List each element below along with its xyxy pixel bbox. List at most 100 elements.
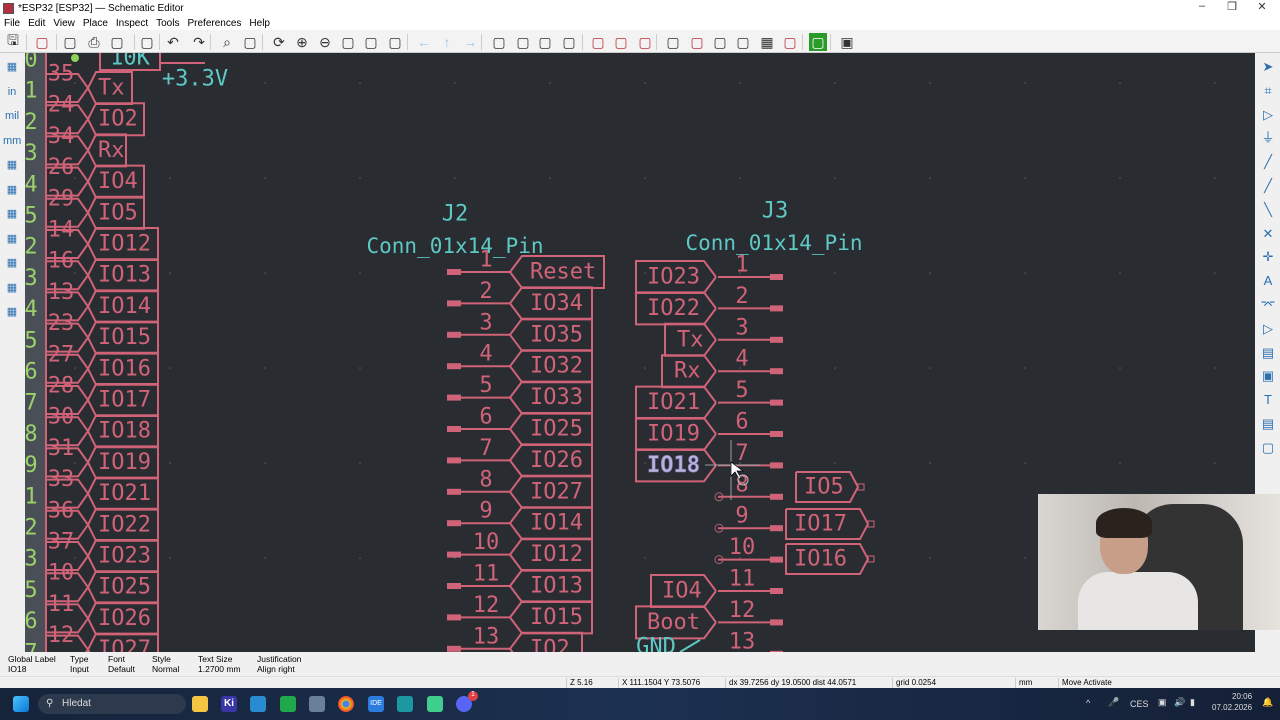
menu-help[interactable]: Help [249,17,270,29]
global-label-IO32[interactable] [509,349,593,384]
zoom-out-icon[interactable]: ⊖ [319,33,331,50]
notifications-icon[interactable]: 🔔 [1262,697,1274,707]
menu-view[interactable]: View [53,17,75,29]
print-icon[interactable]: ⎙ [88,33,100,50]
clock-time[interactable]: 20:06 [1232,692,1253,701]
power-icon[interactable]: ⏚ [1261,130,1275,146]
global-label-Rx[interactable] [661,354,717,389]
file-explorer-icon[interactable] [192,696,208,712]
kicad-taskbar-icon[interactable]: Ki [221,696,237,712]
global-label-Tx[interactable] [664,322,717,357]
cursor-icon[interactable]: ▦ [6,159,18,171]
undo-icon[interactable]: ↶ [167,33,179,50]
arduino-icon[interactable] [397,696,413,712]
app-green-icon[interactable] [280,696,296,712]
global-label-IO13[interactable] [87,258,159,293]
global-label-IO19[interactable] [87,445,159,480]
netlist-icon[interactable]: ▢ [736,33,750,50]
global-label-IO33[interactable] [509,380,593,415]
global-label-IO22[interactable] [87,507,159,542]
menu-tools[interactable]: Tools [156,17,180,29]
menu-place[interactable]: Place [82,17,108,29]
properties-icon[interactable]: ▦ [6,306,18,318]
global-label-IO18[interactable] [635,448,717,483]
hierarchy-nav-icon[interactable]: ⌗ [1264,82,1272,98]
microphone-icon[interactable]: 🎤 [1108,697,1120,707]
global-label-icon[interactable]: ⌤ [1260,297,1276,312]
units-mm-button[interactable]: mm [3,134,22,147]
global-label-IO12[interactable] [509,537,593,572]
units-in-button[interactable]: in [7,85,17,98]
global-label-IO25[interactable] [87,570,159,605]
footprint-assign-icon[interactable]: ▢ [638,33,652,50]
hier-label-icon[interactable]: ▷ [1263,320,1273,336]
bom-export-icon[interactable]: ▢ [783,33,797,50]
global-label-IO17[interactable] [785,508,870,540]
text-icon[interactable]: T [1264,392,1272,408]
global-label-IO15[interactable] [87,320,159,355]
chrome-icon[interactable] [338,696,354,712]
global-label-IO26[interactable] [87,601,159,636]
pin-icon[interactable]: ▦ [6,208,18,220]
volume-icon[interactable]: 🔊 [1174,697,1186,707]
global-label-IO19[interactable] [635,417,717,451]
global-label-IO21[interactable] [87,476,159,511]
resistor-10k-body[interactable] [99,53,161,71]
wire-icon[interactable]: ╱ [1264,154,1272,170]
refresh-icon[interactable]: ⟳ [273,33,285,50]
annotate-icon[interactable]: ▢ [666,33,680,50]
textbox-icon[interactable]: ▤ [1261,416,1275,431]
global-label-IO27[interactable] [87,632,159,652]
menu-preferences[interactable]: Preferences [187,17,242,29]
menu-inspect[interactable]: Inspect [115,17,149,29]
close-button[interactable]: ✕ [1257,1,1267,13]
global-label-IO34[interactable] [509,286,593,321]
discord-icon[interactable] [456,696,472,712]
hierarchy-icon[interactable]: ▦ [6,183,18,196]
symbol-editor-icon[interactable]: ▢ [591,33,605,50]
bus-entry-icon[interactable]: ╲ [1264,201,1272,217]
scripting-console-icon[interactable]: ▣ [840,33,854,50]
global-label-IO4[interactable] [650,574,717,608]
global-label-IO23[interactable] [87,539,159,573]
no-connect-icon[interactable]: ✕ [1262,225,1274,241]
net-highlight-icon[interactable]: ▦ [6,257,18,269]
global-label-IO5[interactable] [87,195,145,230]
symbol-icon[interactable]: ▷ [1263,106,1273,122]
global-label-IO22[interactable] [635,291,717,326]
zoom-fit-icon[interactable]: ▢ [341,33,355,50]
minimize-button[interactable]: – [1198,0,1206,12]
junction-icon[interactable]: ✛ [1262,249,1274,265]
network-icon[interactable]: ▣ [1158,697,1167,707]
rotate-cw-icon[interactable]: ▢ [516,33,530,50]
global-label-IO14[interactable] [87,289,159,324]
global-label-Boot[interactable] [635,605,717,640]
page-settings-icon[interactable]: ▢ [63,33,77,50]
global-label-IO16[interactable] [785,543,870,575]
global-label-IO23[interactable] [635,260,717,294]
navigate-forward-icon[interactable]: → [463,34,477,50]
clock-date[interactable]: 07.02.2026 [1212,703,1253,712]
menu-edit[interactable]: Edit [28,17,46,29]
taskbar-search[interactable]: ⚲Hledat [38,694,186,714]
plot-icon[interactable]: ▢ [110,33,124,50]
select-icon[interactable]: ➤ [1262,59,1274,74]
import-sheet-pin-icon[interactable]: ▣ [1261,368,1275,384]
rotate-ccw-icon[interactable]: ▢ [492,33,506,50]
global-label-IO2[interactable] [509,631,583,652]
global-label-IO12[interactable] [87,227,159,261]
maximize-button[interactable]: ❐ [1227,1,1237,13]
global-label-IO17[interactable] [87,383,159,417]
start-icon[interactable] [13,696,29,712]
language-indicator[interactable]: CES [1130,699,1149,709]
global-label-IO5[interactable] [795,471,860,503]
sheet-icon[interactable]: ▤ [1261,344,1275,360]
navigate-up-icon[interactable]: ↑ [443,34,451,50]
bus-icon[interactable]: ╱ [1264,178,1272,193]
global-label-IO35[interactable] [509,317,593,352]
app-chat-icon[interactable] [427,696,443,712]
net-label-icon[interactable]: A [1263,273,1273,289]
global-label-IO13[interactable] [509,569,593,603]
global-label-IO14[interactable] [509,506,593,541]
global-label-IO27[interactable] [509,474,593,509]
